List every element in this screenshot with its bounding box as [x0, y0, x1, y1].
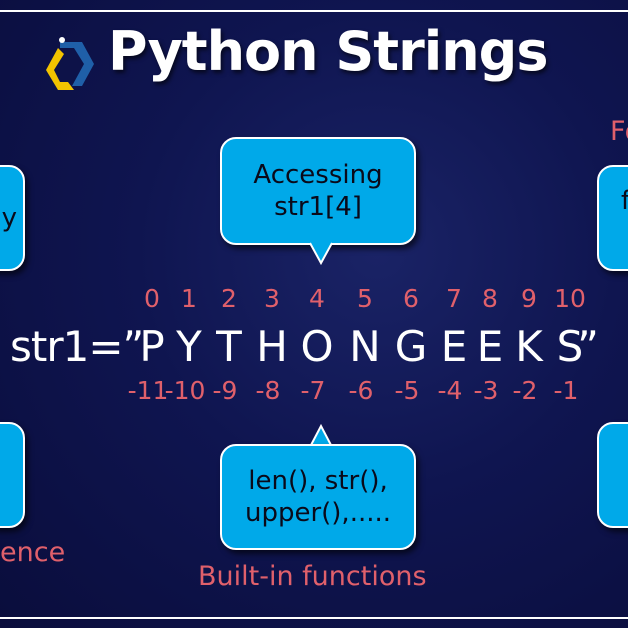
string-character: E	[476, 322, 504, 371]
negative-index: -3	[473, 376, 499, 405]
string-character: N	[349, 322, 381, 371]
callout-bottom-right	[597, 422, 628, 528]
positive-index: 1	[181, 284, 197, 313]
label-top-right: Fo	[610, 116, 628, 147]
callout-top-left-text: y	[1, 203, 17, 233]
negative-index: -4	[437, 376, 463, 405]
positive-index: 6	[403, 284, 419, 313]
positive-index: 8	[482, 284, 498, 313]
positive-index: 7	[446, 284, 462, 313]
callout-top-right: f	[597, 165, 628, 271]
positive-index: 5	[357, 284, 373, 313]
callout-top-right-text: f	[621, 186, 628, 216]
positive-index: 9	[521, 284, 537, 313]
callout-bottom-left	[0, 422, 25, 528]
string-prefix: str1=”	[10, 322, 144, 371]
positive-index: 2	[221, 284, 237, 313]
label-bottom-left: ence	[0, 537, 66, 568]
string-character: H	[256, 322, 288, 371]
string-character: E	[440, 322, 468, 371]
callout-tail-down	[309, 242, 333, 266]
negative-index: -11	[127, 376, 169, 405]
positive-index: 4	[309, 284, 325, 313]
positive-index: 3	[264, 284, 280, 313]
positive-index: 0	[144, 284, 160, 313]
callout-top-left: y	[0, 165, 25, 271]
callout-builtin-functions: len(), str(), upper(),.....	[220, 444, 416, 550]
string-suffix: ”	[577, 322, 599, 371]
negative-index: -8	[255, 376, 281, 405]
callout-accessing: Accessing str1[4]	[220, 137, 416, 245]
negative-index: -2	[512, 376, 538, 405]
negative-index: -10	[164, 376, 206, 405]
bottom-border-line	[0, 617, 628, 619]
string-character: T	[216, 322, 242, 371]
callout-accessing-line2: str1[4]	[274, 192, 362, 222]
string-character: G	[394, 322, 428, 371]
negative-index: -1	[553, 376, 579, 405]
top-border-line	[0, 10, 628, 12]
negative-index: -9	[212, 376, 238, 405]
callout-builtin-line2: upper(),.....	[244, 498, 392, 528]
callout-builtin-line1: len(), str(),	[248, 466, 388, 496]
negative-index: -6	[348, 376, 374, 405]
string-character: K	[515, 322, 543, 371]
string-character: O	[300, 322, 334, 371]
string-character: S	[556, 322, 584, 371]
python-geeks-logo-icon	[46, 37, 94, 90]
positive-index: 10	[554, 284, 586, 313]
label-built-in-functions: Built-in functions	[198, 561, 427, 592]
callout-accessing-line1: Accessing	[253, 160, 383, 190]
string-character: P	[139, 322, 165, 371]
page-title: Python Strings	[108, 20, 548, 83]
negative-index: -5	[394, 376, 420, 405]
callout-tail-up	[309, 423, 333, 448]
string-character: Y	[176, 322, 202, 371]
negative-index: -7	[300, 376, 326, 405]
